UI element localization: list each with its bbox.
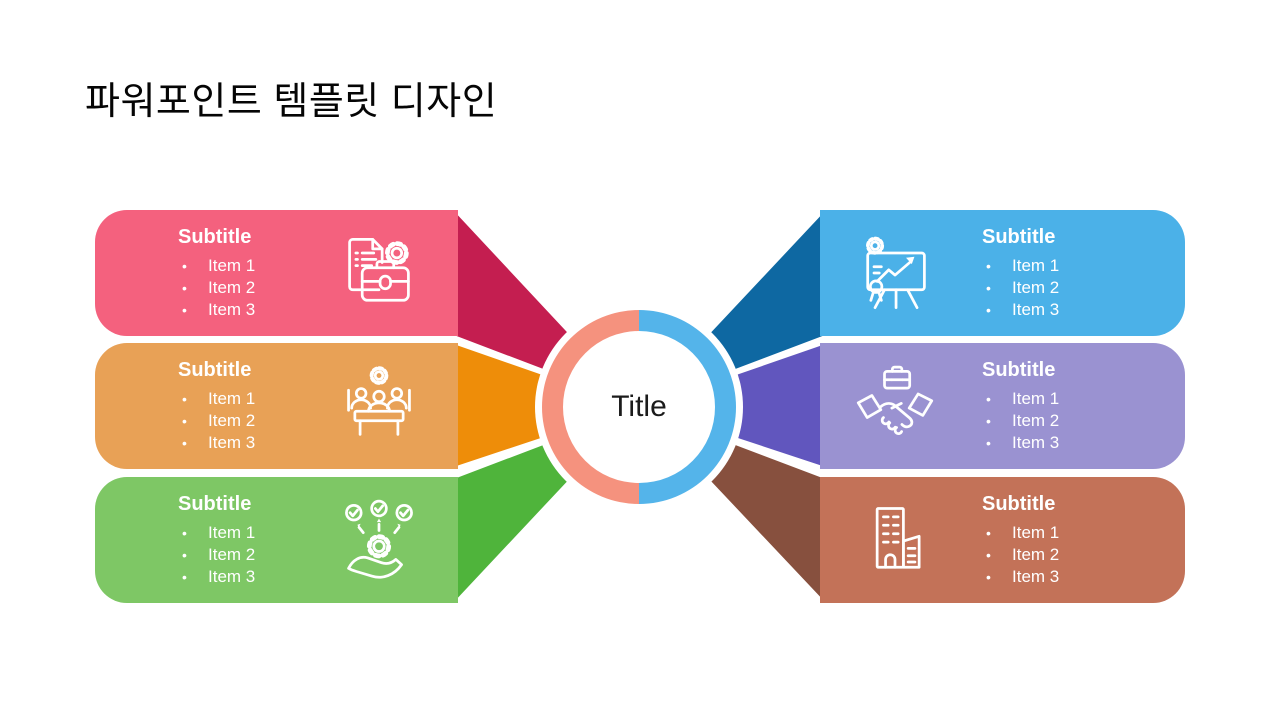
list-item: • Item 1 bbox=[178, 388, 255, 410]
hand-gear-checklist-icon bbox=[336, 493, 422, 587]
team-meeting-icon bbox=[336, 359, 422, 453]
list-item: • Item 2 bbox=[982, 277, 1059, 299]
item-label: Item 3 bbox=[1012, 433, 1060, 452]
list-item: • Item 2 bbox=[178, 277, 255, 299]
block-subtitle: Subtitle bbox=[178, 359, 252, 381]
list-item: • Item 1 bbox=[178, 522, 255, 544]
bullet-glyph: • bbox=[182, 413, 187, 429]
ring-left-half bbox=[542, 310, 639, 504]
list-item: • Item 3 bbox=[982, 432, 1059, 454]
list-item: • Item 3 bbox=[178, 432, 255, 454]
slide-heading: 파워포인트 템플릿 디자인 bbox=[85, 81, 498, 123]
bullet-glyph: • bbox=[182, 525, 187, 541]
bullet-glyph: • bbox=[182, 258, 187, 274]
bullet-glyph: • bbox=[182, 569, 187, 585]
block-text: Subtitle • Item 1 • Item 2 • Item 3 bbox=[982, 225, 1059, 321]
block-orange: Subtitle • Item 1 • Item 2 • Item 3 bbox=[95, 343, 458, 469]
item-label: Item 2 bbox=[208, 411, 256, 430]
bullet-glyph: • bbox=[182, 391, 187, 407]
bullet-glyph: • bbox=[182, 435, 187, 451]
item-label: Item 3 bbox=[1012, 567, 1060, 586]
bullet-glyph: • bbox=[986, 302, 991, 318]
list-item: • Item 2 bbox=[982, 410, 1059, 432]
list-item: • Item 2 bbox=[982, 544, 1059, 566]
block-text: Subtitle • Item 1 • Item 2 • Item 3 bbox=[178, 225, 255, 321]
list-item: • Item 2 bbox=[178, 544, 255, 566]
bullet-glyph: • bbox=[986, 525, 991, 541]
bullet-glyph: • bbox=[182, 302, 187, 318]
bullet-glyph: • bbox=[986, 280, 991, 296]
circle-halo bbox=[535, 303, 743, 511]
bullet-glyph: • bbox=[986, 391, 991, 407]
block-subtitle: Subtitle bbox=[982, 493, 1056, 515]
block-pink: Subtitle • Item 1 • Item 2 • Item 3 bbox=[95, 210, 458, 336]
item-label: Item 1 bbox=[1012, 523, 1060, 542]
list-item: • Item 1 bbox=[982, 255, 1059, 277]
list-item: • Item 1 bbox=[982, 388, 1059, 410]
item-label: Item 3 bbox=[208, 433, 256, 452]
list-item: • Item 1 bbox=[178, 255, 255, 277]
item-label: Item 1 bbox=[1012, 256, 1060, 275]
block-subtitle: Subtitle bbox=[982, 226, 1056, 248]
list-item: • Item 2 bbox=[178, 410, 255, 432]
item-label: Item 1 bbox=[208, 523, 256, 542]
item-label: Item 2 bbox=[1012, 278, 1060, 297]
block-text: Subtitle • Item 1 • Item 2 • Item 3 bbox=[178, 358, 255, 454]
item-label: Item 3 bbox=[208, 300, 256, 319]
center-title: Title bbox=[611, 390, 667, 423]
block-subtitle: Subtitle bbox=[982, 359, 1056, 381]
item-label: Item 1 bbox=[1012, 389, 1060, 408]
block-subtitle: Subtitle bbox=[178, 493, 252, 515]
item-label: Item 2 bbox=[1012, 545, 1060, 564]
item-label: Item 3 bbox=[1012, 300, 1060, 319]
briefcase-document-gear-icon bbox=[336, 226, 422, 320]
block-subtitle: Subtitle bbox=[178, 226, 252, 248]
ring-right-half bbox=[639, 310, 736, 504]
item-label: Item 2 bbox=[208, 545, 256, 564]
block-text: Subtitle • Item 1 • Item 2 • Item 3 bbox=[982, 358, 1059, 454]
block-text: Subtitle • Item 1 • Item 2 • Item 3 bbox=[982, 492, 1059, 588]
list-item: • Item 3 bbox=[178, 566, 255, 588]
block-brown: Subtitle • Item 1 • Item 2 • Item 3 bbox=[820, 477, 1185, 603]
item-label: Item 3 bbox=[208, 567, 256, 586]
item-label: Item 1 bbox=[208, 389, 256, 408]
item-label: Item 2 bbox=[208, 278, 256, 297]
block-blue: Subtitle • Item 1 • Item 2 • Item 3 bbox=[820, 210, 1185, 336]
bullet-glyph: • bbox=[986, 547, 991, 563]
item-label: Item 2 bbox=[1012, 411, 1060, 430]
bullet-glyph: • bbox=[182, 280, 187, 296]
block-text: Subtitle • Item 1 • Item 2 • Item 3 bbox=[178, 492, 255, 588]
list-item: • Item 3 bbox=[178, 299, 255, 321]
bullet-glyph: • bbox=[986, 258, 991, 274]
presentation-chart-icon bbox=[852, 226, 938, 320]
bullet-glyph: • bbox=[182, 547, 187, 563]
list-item: • Item 1 bbox=[982, 522, 1059, 544]
list-item: • Item 3 bbox=[982, 566, 1059, 588]
bullet-glyph: • bbox=[986, 569, 991, 585]
bullet-glyph: • bbox=[986, 435, 991, 451]
block-purple: Subtitle • Item 1 • Item 2 • Item 3 bbox=[820, 343, 1185, 469]
item-label: Item 1 bbox=[208, 256, 256, 275]
block-green: Subtitle • Item 1 • Item 2 • Item 3 bbox=[95, 477, 458, 603]
list-item: • Item 3 bbox=[982, 299, 1059, 321]
handshake-briefcase-icon bbox=[852, 359, 938, 453]
bullet-glyph: • bbox=[986, 413, 991, 429]
office-building-icon bbox=[852, 493, 938, 587]
